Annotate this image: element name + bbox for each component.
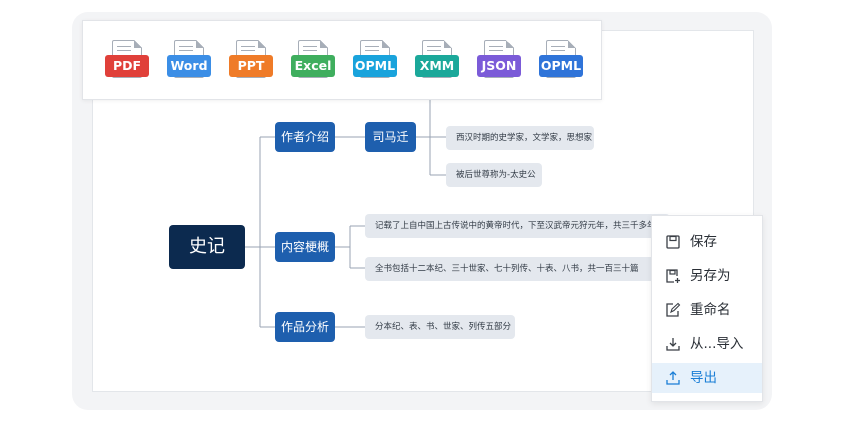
format-label: OPML xyxy=(539,55,583,77)
branch-node-summary[interactable]: 内容梗概 xyxy=(275,232,335,262)
export-icon xyxy=(666,371,680,385)
json-format-icon[interactable]: JSON xyxy=(477,40,521,86)
opml-format-icon[interactable]: OPML xyxy=(353,40,397,86)
leaf-node[interactable]: 全书包括十二本纪、三十世家、七十列传、十表、八书，共一百三十篇 xyxy=(365,257,655,281)
opml-format-icon-2[interactable]: OPML xyxy=(539,40,583,86)
leaf-node[interactable]: 被后世尊称为-太史公 xyxy=(446,163,542,187)
format-label: PDF xyxy=(105,55,149,77)
menu-item-save[interactable]: 保存 xyxy=(652,227,762,257)
branch-node-author[interactable]: 作者介绍 xyxy=(275,122,335,152)
menu-item-export[interactable]: 导出 xyxy=(652,363,762,393)
import-icon xyxy=(666,338,680,351)
excel-format-icon[interactable]: Excel xyxy=(291,40,335,86)
menu-item-label: 另存为 xyxy=(690,268,731,284)
save-as-icon xyxy=(666,269,680,283)
format-label: PPT xyxy=(229,55,273,77)
format-label: XMM xyxy=(415,55,459,77)
menu-item-import[interactable]: 从...导入 xyxy=(652,329,762,359)
menu-item-label: 重命名 xyxy=(690,302,731,318)
format-label: Excel xyxy=(291,55,335,77)
leaf-node[interactable]: 记载了上自中国上古传说中的黄帝时代，下至汉武帝元狩元年，共三千多年的历史 xyxy=(365,214,670,238)
menu-item-label: 从...导入 xyxy=(690,336,744,352)
export-formats-bar: PDF Word PPT Excel OPML XMM JSON OPML xyxy=(82,20,602,100)
save-icon xyxy=(666,235,680,249)
format-label: OPML xyxy=(353,55,397,77)
format-label: Word xyxy=(167,55,211,77)
ppt-format-icon[interactable]: PPT xyxy=(229,40,273,86)
menu-item-label: 导出 xyxy=(690,370,717,386)
menu-item-save-as[interactable]: 另存为 xyxy=(652,261,762,291)
word-format-icon[interactable]: Word xyxy=(167,40,211,86)
xmm-format-icon[interactable]: XMM xyxy=(415,40,459,86)
leaf-node[interactable]: 分本纪、表、书、世家、列传五部分 xyxy=(365,315,515,339)
author-name-node[interactable]: 司马迁 xyxy=(365,122,416,152)
menu-item-rename[interactable]: 重命名 xyxy=(652,295,762,325)
menu-item-label: 保存 xyxy=(690,234,717,250)
rename-icon xyxy=(666,302,681,317)
mindmap-root-node[interactable]: 史记 xyxy=(169,225,245,269)
pdf-format-icon[interactable]: PDF xyxy=(105,40,149,86)
file-context-menu: 保存 另存为 重命名 从...导入 导出 xyxy=(651,215,763,402)
leaf-node[interactable]: 西汉时期的史学家，文学家，思想家 xyxy=(446,126,594,150)
branch-node-analysis[interactable]: 作品分析 xyxy=(275,312,335,342)
format-label: JSON xyxy=(477,55,521,77)
